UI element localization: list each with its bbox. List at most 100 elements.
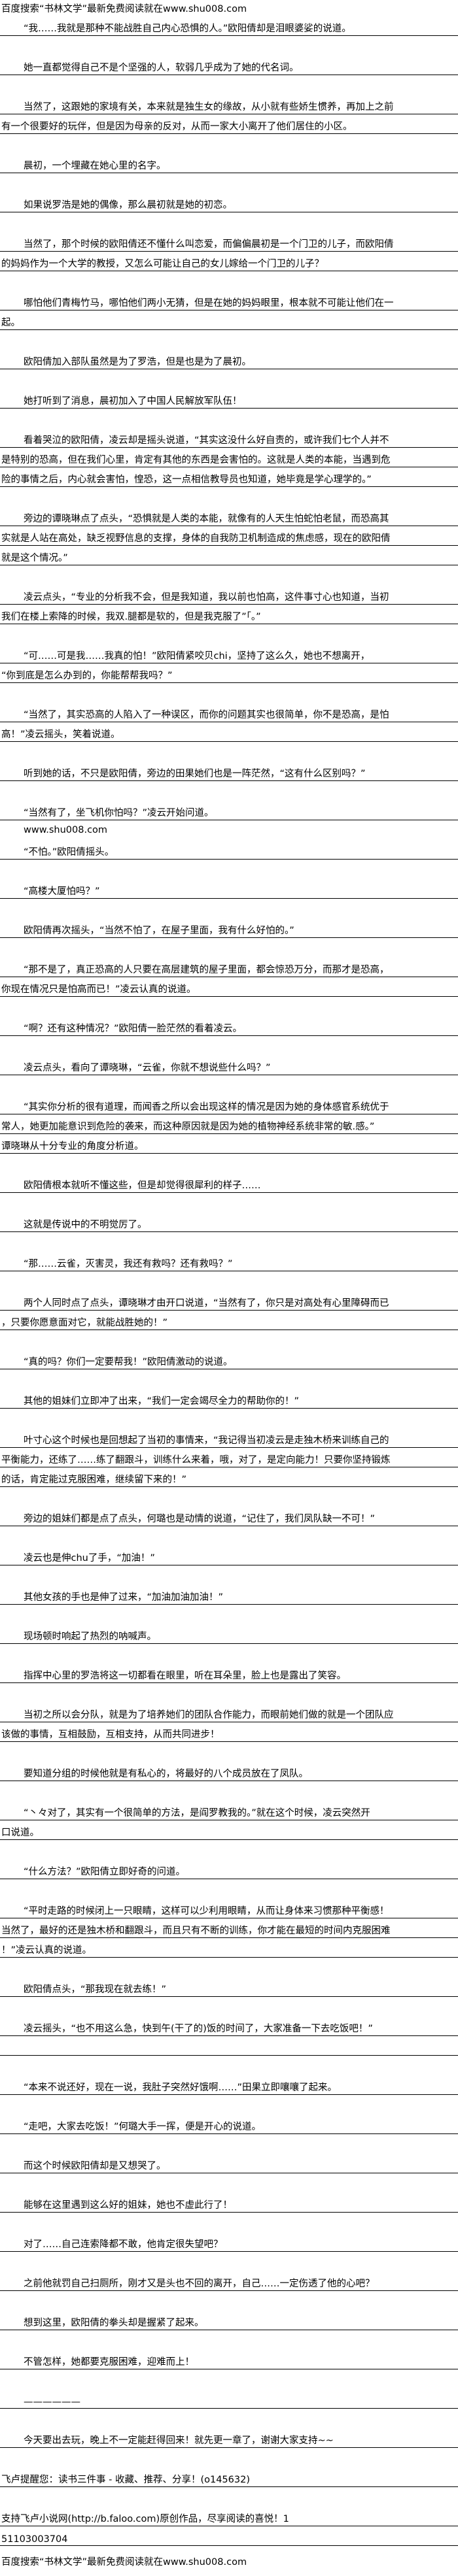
text-line: 欧阳倩再次摇头，“当然不怕了，在屋子里面，我有什么好怕的。” xyxy=(0,918,458,938)
text-line: “当然有了，坐飞机你怕吗？”凌云开始问道。 xyxy=(0,801,458,820)
text-line: 51103003704 xyxy=(0,2526,458,2546)
text-line: 我们在楼上索降的时候，我双.腿都是软的，但是我克服了”「。” xyxy=(0,605,458,624)
blank-line xyxy=(0,683,458,703)
text-line: 凌云也是伸chu了手，“加油！” xyxy=(0,1546,458,1565)
blank-line xyxy=(0,1781,458,1801)
text-line: 今天要出去玩，晚上不一定能赶得回来！就先更一章了，谢谢大家支持~~ xyxy=(0,2428,458,2448)
blank-line xyxy=(0,2252,458,2271)
text-line: 有一个很要好的玩伴，但是因为母亲的反对，从而一家大小离开了他们居住的小区。 xyxy=(0,114,458,134)
blank-line xyxy=(0,369,458,389)
text-line: 她一直都觉得自己不是个坚强的人，软弱几乎成为了她的代名词。 xyxy=(0,56,458,75)
blank-line xyxy=(0,487,458,507)
watermark-text: www.shu008.com xyxy=(24,824,108,835)
text-line: 如果说罗浩是她的偶像，那么晨初就是她的初恋。 xyxy=(0,193,458,212)
blank-line xyxy=(0,409,458,428)
text-line: 而这个时候欧阳倩却是又想哭了。 xyxy=(0,2154,458,2173)
blank-line xyxy=(0,2095,458,2115)
blank-line xyxy=(0,2056,458,2075)
chapter-text: “我……我就是那种不能战胜自己内心恐惧的人。”欧阳倩却是泪眼婆娑的说道。她一直都… xyxy=(0,16,458,2546)
text-line: “不怕。”欧阳倩摇头。 xyxy=(0,840,458,860)
text-line: 欧阳倩点头，“那我现在就去练！” xyxy=(0,1977,458,1997)
blank-line xyxy=(0,2487,458,2507)
text-line: “本来不说还好，现在一说，我肚子突然好饿啊……”田果立即嚷嚷了起来。 xyxy=(0,2075,458,2095)
blank-line xyxy=(0,1840,458,1860)
text-line: 能够在这里遇到这么好的姐妹，她也不虚此行了！ xyxy=(0,2193,458,2213)
text-line: ！”凌云认真的说道。 xyxy=(0,1938,458,1958)
text-line: 哪怕他们青梅竹马，哪怕他们两小无猜，但是在她的妈妈眼里，根本就不可能让他们在一 xyxy=(0,291,458,310)
blank-line xyxy=(0,75,458,95)
text-line: —————— xyxy=(0,2389,458,2409)
text-line: “高楼大厦怕吗？” xyxy=(0,879,458,899)
blank-line xyxy=(0,173,458,193)
site-banner-top: 百度搜索“书林文学”最新免费阅读就在www.shu008.com xyxy=(1,4,247,14)
text-line: 其他女孩的手也是伸了过来，“加油加油加油！” xyxy=(0,1585,458,1605)
blank-line xyxy=(0,742,458,761)
text-line: 看着哭泣的欧阳倩，凌云却是摇头说道，“其实这没什么好自责的，或许我们七个人并不 xyxy=(0,428,458,448)
blank-line xyxy=(0,1232,458,1252)
text-line: 谭晓琳从十分专业的角度分析道。 xyxy=(0,1134,458,1154)
text-line: “啊？还有这种情况？”欧阳倩一脸茫然的看着凌云。 xyxy=(0,1016,458,1036)
text-line: 你现在情况只是怕高而已！”凌云认真的说道。 xyxy=(0,977,458,997)
text-line: 指挥中心里的罗浩将这一切都看在眼里，听在耳朵里，脸上也是露出了笑容。 xyxy=(0,1664,458,1683)
text-line: 其他的姐妹们立即冲了出来，“我们一定会竭尽全力的帮助你的！” xyxy=(0,1389,458,1409)
text-line: “那不是了，真正恐高的人只要在高层建筑的屋子里面，都会惊恐万分，而那才是恐高， xyxy=(0,958,458,977)
blank-line xyxy=(0,781,458,801)
blank-line xyxy=(0,1565,458,1585)
blank-line xyxy=(0,1605,458,1624)
text-line: 这就是传说中的不明觉厉了。 xyxy=(0,1213,458,1232)
blank-line xyxy=(0,860,458,879)
blank-line xyxy=(0,2330,458,2350)
blank-line xyxy=(0,1526,458,1546)
blank-line xyxy=(0,1644,458,1664)
blank-line xyxy=(0,2134,458,2154)
blank-line xyxy=(0,1958,458,1977)
text-line: 想到这里，欧阳倩的拳头却是握紧了起来。 xyxy=(0,2311,458,2330)
blank-line xyxy=(0,1075,458,1095)
text-line: 起。 xyxy=(0,310,458,330)
blank-line xyxy=(0,2291,458,2311)
blank-line xyxy=(0,2448,458,2467)
text-line: “当然了，其实恐高的人陷入了一种误区，而你的问题其实也很简单，你不是恐高，是怕 xyxy=(0,703,458,722)
text-line: 的妈妈作为一个大学的教授，又怎么可能让自己的女儿嫁给一个门卫的儿子？ xyxy=(0,252,458,271)
text-line: “走吧，大家去吃饭！”何璐大手一挥，便是开心的说道。 xyxy=(0,2115,458,2134)
text-line: “那……云雀，灭害灵，我还有救吗？还有救吗？” xyxy=(0,1252,458,1271)
blank-line xyxy=(0,1879,458,1899)
text-line: 实就是人站在高处，缺乏视野信息的支撑，身体的自我防卫机制造成的焦虑感，现在的欧阳… xyxy=(0,526,458,546)
blank-line xyxy=(0,1487,458,1507)
text-line: 当初之所以会分队，就是为了培养她们的团队合作能力，而眼前她们做的就是一个团队应 xyxy=(0,1703,458,1722)
text-line: 是特别的恐高，但在我们心里，肯定有其他的东西是会害怕的。这就是人类的本能，当遇到… xyxy=(0,448,458,467)
blank-line xyxy=(0,212,458,232)
blank-line xyxy=(0,2369,458,2389)
text-line: “你到底是怎么办到的，你能帮帮我吗？” xyxy=(0,663,458,683)
blank-line xyxy=(0,1154,458,1173)
text-line: 旁边的姐妹们都是点了点头，何璐也是动情的说道，“记住了，我们凤队缺一不可！” xyxy=(0,1507,458,1526)
text-line: “可……可是我……我真的怕！”欧阳倩紧咬贝chi，坚持了这么久，她也不想离开， xyxy=(0,644,458,663)
text-line: 不管怎样，她都要克服困难，迎难而上！ xyxy=(0,2350,458,2369)
blank-line xyxy=(0,1271,458,1291)
text-line: 之前他就罚自己扫厕所，刚才又是头也不回的离开，自己……一定伤透了他的心吧？ xyxy=(0,2271,458,2291)
blank-line xyxy=(0,1193,458,1213)
text-line: 当然了，最好的还是独木桥和翻跟斗，而且只有不断的训练，你才能在最短的时间内克服困… xyxy=(0,1918,458,1938)
text-line: 高！”凌云摇头，笑着说道。 xyxy=(0,722,458,742)
blank-line xyxy=(0,1409,458,1428)
text-line: “真的吗？你们一定要帮我！”欧阳倩激动的说道。 xyxy=(0,1350,458,1369)
blank-line xyxy=(0,2173,458,2193)
text-line: 现场顿时响起了热烈的呐喊声。 xyxy=(0,1624,458,1644)
text-line: 旁边的谭晓琳点了点头，“恐惧就是人类的本能，就像有的人天生怕蛇怕老鼠，而恐高其 xyxy=(0,507,458,526)
text-line: 凌云点头，“专业的分析我不会，但是我知道，我以前也怕高，这件事寸心也知道，当初 xyxy=(0,585,458,605)
text-line: “其实你分析的很有道理，而闻香之所以会出现这样的情况是因为她的身体感官系统优于 xyxy=(0,1095,458,1114)
text-line: 凌云点头，看向了谭晓琳，“云雀，你就不想说些什么吗？” xyxy=(0,1056,458,1075)
blank-line xyxy=(0,330,458,350)
blank-line xyxy=(0,565,458,585)
blank-line xyxy=(0,1997,458,2016)
text-line: 叶寸心这个时候也是回想起了当初的事情来，“我记得当初凌云是走独木桥来训练自己的 xyxy=(0,1428,458,1448)
text-line: “什么方法？”欧阳倩立即好奇的问道。 xyxy=(0,1860,458,1879)
text-line: 就是这个情况。” xyxy=(0,546,458,565)
text-line: 她打听到了消息，晨初加入了中国人民解放军队伍！ xyxy=(0,389,458,409)
blank-line xyxy=(0,271,458,291)
blank-line xyxy=(0,997,458,1016)
blank-line xyxy=(0,1330,458,1350)
text-line: 当然了，那个时候的欧阳倩还不懂什么叫恋爱，而偏偏晨初是一个门卫的儿子，而欧阳倩 xyxy=(0,232,458,252)
blank-line xyxy=(0,899,458,918)
site-banner-bottom: 百度搜索“书林文学”最新免费阅读就在www.shu008.com xyxy=(1,2556,247,2568)
